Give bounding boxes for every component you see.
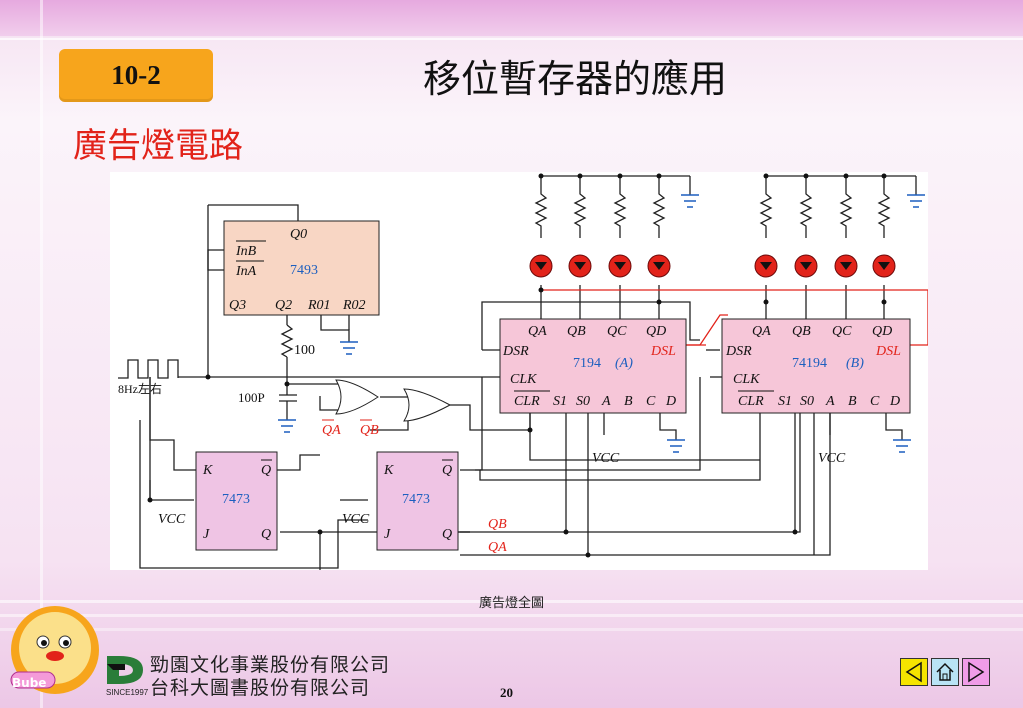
slide-subtitle: 廣告燈電路 [73, 126, 243, 166]
b-qb: QB [792, 324, 811, 339]
a-suffix: (A) [615, 356, 633, 371]
section-badge: 10-2 [59, 49, 213, 102]
bottom-stripe-3 [0, 628, 1023, 631]
ff2-qbar: Q [442, 463, 452, 478]
mascot-text: Bube [12, 676, 47, 690]
a-s1: S1 [553, 394, 567, 409]
company-line-2: 台科大圖書股份有限公司 [150, 677, 371, 699]
flipflop-2 [376, 451, 459, 551]
pin-r02: R02 [342, 298, 366, 313]
b-chip: 74194 [792, 356, 827, 371]
ff1-j: J [203, 527, 210, 542]
counter-chip-label: 7493 [290, 263, 318, 278]
ff2-chip-label: 7473 [402, 492, 430, 507]
b-a: A [825, 394, 835, 409]
b-qa: QA [752, 324, 771, 339]
b-qd: QD [872, 324, 892, 339]
b-c: C [870, 394, 880, 409]
a-c: C [646, 394, 656, 409]
ff1-k: K [202, 463, 213, 478]
page-number: 20 [500, 685, 513, 700]
home-button[interactable] [931, 658, 959, 686]
ff2-j: J [384, 527, 391, 542]
bottom-stripe-1 [0, 600, 1023, 603]
previous-button[interactable] [900, 658, 928, 686]
output-qa: QA [488, 540, 507, 555]
a-qc: QC [607, 324, 627, 339]
gate-input-qa: QA [322, 423, 341, 438]
ff1-vcc: VCC [158, 512, 186, 527]
b-vcc: VCC [818, 451, 846, 466]
flipflop-1 [195, 451, 278, 551]
section-number: 10-2 [111, 60, 161, 90]
a-clr: CLR [514, 394, 540, 409]
circuit-diagram: 8Hz左右 InB InA Q0 7493 Q3 Q2 R01 R02 100 … [110, 172, 929, 572]
ff1-q: Q [261, 527, 271, 542]
shift-register-b [721, 318, 911, 414]
a-clk: CLK [510, 372, 537, 387]
home-icon [936, 662, 954, 681]
b-s0: S0 [800, 394, 814, 409]
b-qc: QC [832, 324, 852, 339]
bottom-stripe-2 [0, 614, 1023, 617]
counter-7493 [223, 220, 380, 316]
ff1-qbar: Q [261, 463, 271, 478]
a-d: D [665, 394, 676, 409]
b-clr: CLR [738, 394, 764, 409]
b-clk: CLK [733, 372, 760, 387]
a-a: A [601, 394, 611, 409]
a-chip: 7194 [573, 356, 601, 371]
or-gate-2 [403, 388, 452, 422]
ff2-vcc: VCC [342, 512, 370, 527]
input-label: 8Hz左右 [118, 381, 162, 396]
resistor-label: 100 [294, 343, 315, 358]
b-d: D [889, 394, 900, 409]
a-qa: QA [528, 324, 547, 339]
top-band [0, 0, 1023, 36]
a-qd: QD [646, 324, 666, 339]
b-dsl: DSL [875, 344, 901, 359]
bube-mascot-icon [10, 606, 99, 694]
pin-q3: Q3 [229, 298, 246, 313]
pin-inb: InB [235, 244, 257, 259]
pin-r01: R01 [307, 298, 331, 313]
next-icon [968, 661, 985, 683]
company-names: 勁園文化事業股份有限公司 台科大圖書股份有限公司 [150, 654, 390, 700]
pin-q2: Q2 [275, 298, 292, 313]
gate-input-qb: QB [360, 423, 379, 438]
pin-ina: InA [235, 264, 257, 279]
output-qb: QB [488, 517, 507, 532]
b-b: B [848, 394, 857, 409]
a-vcc: VCC [592, 451, 620, 466]
a-s0: S0 [576, 394, 590, 409]
capacitor-label: 100P [238, 390, 265, 405]
left-stripe [40, 0, 43, 708]
a-dsl: DSL [650, 344, 676, 359]
b-s1: S1 [778, 394, 792, 409]
shift-register-a [499, 318, 687, 414]
circuit-svg: 8Hz左右 InB InA Q0 7493 Q3 Q2 R01 R02 100 … [118, 173, 929, 572]
slide-title: 移位暫存器的應用 [422, 57, 727, 101]
since-label: SINCE1997 [106, 688, 149, 697]
a-qb: QB [567, 324, 586, 339]
ff2-q: Q [442, 527, 452, 542]
a-dsr: DSR [502, 344, 529, 359]
b-dsr: DSR [725, 344, 752, 359]
a-b: B [624, 394, 633, 409]
ff1-chip-label: 7473 [222, 492, 250, 507]
or-gate-1 [335, 379, 379, 415]
company-logo-icon [107, 656, 143, 684]
top-stripe [0, 38, 1023, 40]
company-line-1: 勁園文化事業股份有限公司 [150, 654, 391, 676]
next-button[interactable] [962, 658, 990, 686]
b-suffix: (B) [846, 356, 864, 371]
ff2-k: K [383, 463, 394, 478]
pin-q0: Q0 [290, 227, 307, 242]
figure-caption: 廣告燈全圖 [478, 596, 544, 611]
previous-icon [905, 661, 922, 683]
